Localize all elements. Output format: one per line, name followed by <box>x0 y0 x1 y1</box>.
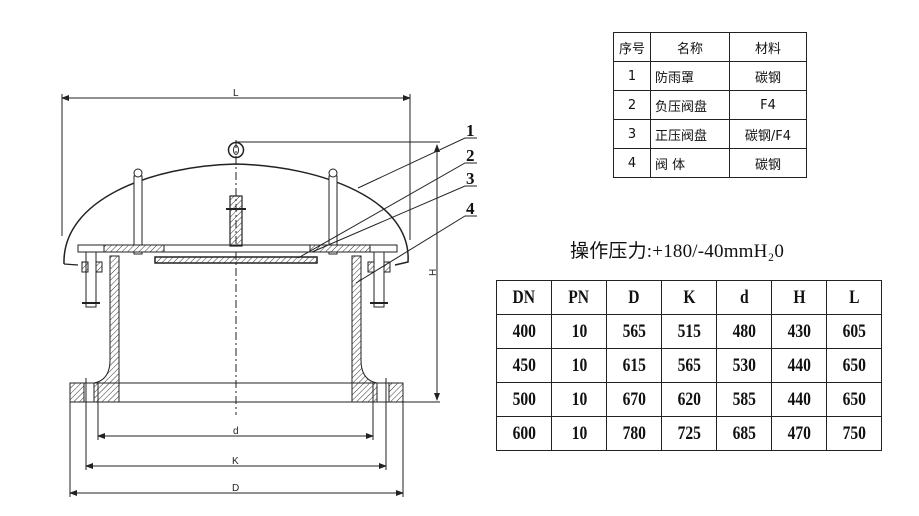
header-cell: D <box>628 286 640 308</box>
header-cell: d <box>739 286 749 308</box>
callout-1: 1 <box>466 121 475 140</box>
callout-leaders <box>297 137 477 284</box>
cell: 负压阀盘 <box>650 90 730 120</box>
cell: 440 <box>787 388 811 410</box>
dimension-L <box>61 94 411 240</box>
label-L: L <box>233 88 239 99</box>
rain-cover-dome <box>63 163 409 266</box>
header-cell: K <box>682 286 696 308</box>
cell: 3 <box>613 119 651 149</box>
cell: 4 <box>613 148 651 178</box>
cell: 780 <box>622 422 646 444</box>
header-cell: L <box>848 286 860 308</box>
label-K: K <box>232 456 239 467</box>
callout-2: 2 <box>466 146 475 165</box>
callout-3: 3 <box>466 169 475 188</box>
table-header-row: DN PN D K d H L <box>496 280 882 315</box>
cell: 430 <box>787 320 811 342</box>
cell: 565 <box>622 320 646 342</box>
support-rod-right <box>328 175 338 255</box>
cell: 1 <box>613 61 651 91</box>
cell: 685 <box>732 422 756 444</box>
cell: 10 <box>571 320 587 342</box>
cell: 585 <box>732 388 756 410</box>
cell: 防雨罩 <box>650 61 730 91</box>
table-row: 450 10 615 565 530 440 650 <box>496 348 882 383</box>
cell: 440 <box>787 354 811 376</box>
cell: F4 <box>729 90 807 120</box>
support-rod-left <box>133 175 143 255</box>
header-cell: PN <box>568 286 590 308</box>
header-cell: 序号 <box>613 32 651 62</box>
table-row: 500 10 670 620 585 440 650 <box>496 382 882 417</box>
valve-body <box>93 255 120 403</box>
label-d: d <box>233 426 239 437</box>
cell: 515 <box>677 320 701 342</box>
cell: 500 <box>512 388 536 410</box>
spring <box>226 195 246 247</box>
dimension-H <box>236 141 440 403</box>
cell: 阀 体 <box>650 148 730 178</box>
cell: 碳钢 <box>729 148 807 178</box>
valve-disc <box>154 256 318 264</box>
cell: 正压阀盘 <box>650 119 730 149</box>
dimension-table: DN PN D K d H L 400 10 565 515 480 430 6… <box>496 280 882 451</box>
label-D: D <box>232 483 239 494</box>
label-H: H <box>428 269 439 276</box>
cell: 碳钢/F4 <box>729 119 807 149</box>
header-cell: H <box>792 286 806 308</box>
cell: 530 <box>732 354 756 376</box>
cell: 605 <box>842 320 866 342</box>
bolt-left <box>81 251 103 308</box>
cell: 620 <box>677 388 701 410</box>
table-row: 400 10 565 515 480 430 605 <box>496 314 882 349</box>
cell: 615 <box>622 354 646 376</box>
header-cell: DN <box>512 286 536 308</box>
cell: 10 <box>571 388 587 410</box>
cell: 650 <box>842 388 866 410</box>
cell: 650 <box>842 354 866 376</box>
cell: 10 <box>571 354 587 376</box>
cell: 480 <box>732 320 756 342</box>
cell: 470 <box>787 422 811 444</box>
cell: 10 <box>571 422 587 444</box>
table-header-row: 序号 名称 材料 <box>613 32 807 62</box>
cell: 碳钢 <box>729 61 807 91</box>
header-cell: 材料 <box>729 32 807 62</box>
callout-4: 4 <box>466 199 475 218</box>
cell: 400 <box>512 320 536 342</box>
cell: 600 <box>512 422 536 444</box>
cell: 725 <box>677 422 701 444</box>
cell: 750 <box>842 422 866 444</box>
bolt-right <box>367 251 391 308</box>
cell: 565 <box>677 354 701 376</box>
cell: 450 <box>512 354 536 376</box>
operating-pressure-note: 操作压力:+180/-40mmH₂0 <box>570 241 785 262</box>
cell: 2 <box>613 90 651 120</box>
header-cell: 名称 <box>650 32 730 62</box>
cell: 670 <box>622 388 646 410</box>
table-row: 600 10 780 725 685 470 750 <box>496 416 882 451</box>
